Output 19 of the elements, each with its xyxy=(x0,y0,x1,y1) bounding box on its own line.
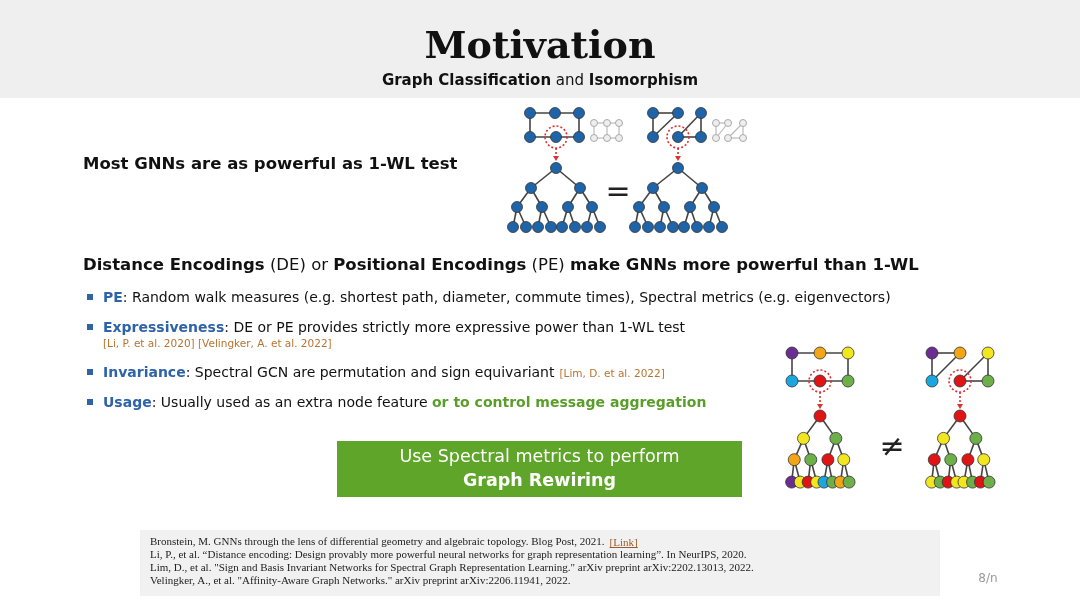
reference-text: Lim, D., et al. "Sign and Basis Invariant Networks for Spectral Graph Representation Learning." arXiv preprint arXiv:2202.13013, 2022. xyxy=(150,561,754,573)
section-heading: Distance Encodings (DE) or Positional Encodings (PE) make GNNs more powerful than 1-WL xyxy=(83,254,919,274)
reference-text: Li, P., et al. “Distance encoding: Design provably more powerful neural networks for graph representation learning”. In NeurIPS, 2020. xyxy=(150,548,747,560)
citation-text: [Lim, D. et al. 2022] xyxy=(559,367,665,379)
not-equal-sign: ≠ xyxy=(879,427,905,463)
highlight-box: Use Spectral metrics to perform Graph Rewiring xyxy=(337,441,742,497)
citation-text: [Li, P. et al. 2020] [Velingker, A. et al. 2022] xyxy=(103,337,332,349)
bullet-text: PE: Random walk measures (e.g. shortest path, diameter, commute times), Spectral metrics (e.g. eigenvectors) xyxy=(103,289,891,305)
subtitle: Graph Classification and Isomorphism xyxy=(381,71,699,89)
slide-title: Motivation xyxy=(423,22,657,67)
bullet-text: Usage: Usually used as an extra node feature or to control message aggregation xyxy=(103,394,707,410)
page-number: 8/n xyxy=(978,571,998,585)
statement-text: Most GNNs are as powerful as 1-WL test xyxy=(83,153,458,173)
equals-sign: = xyxy=(605,172,631,208)
bullet-text: Invariance: Spectral GCN are permutation and sign equivariant xyxy=(103,364,555,380)
bullet-text: Expressiveness: DE or PE provides strictly more expressive power than 1-WL test xyxy=(103,319,686,335)
reference-link: [Link] xyxy=(609,536,638,548)
reference-text: Velingker, A., et al. "Affinity-Aware Graph Networks." arXiv preprint arXiv:2206.11941, 2022. xyxy=(150,574,571,586)
reference-text: Bronstein, M. GNNs through the lens of differential geometry and algebraic topology. Blog Post, 2021. xyxy=(150,535,605,547)
